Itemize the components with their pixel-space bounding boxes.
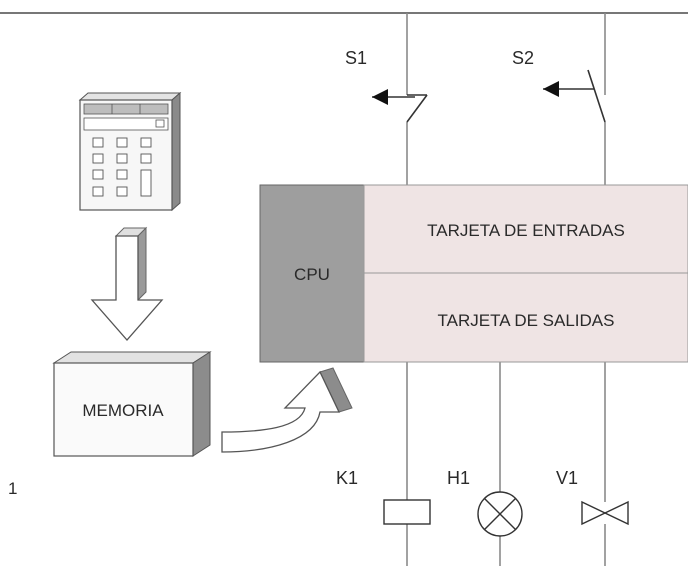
- s2-actuator-arrow: [543, 81, 559, 97]
- h1-label: H1: [447, 468, 470, 488]
- input-card: [363, 184, 688, 274]
- curved-arrow-icon: [221, 367, 353, 453]
- relay-coil-icon: [383, 499, 431, 525]
- cpu-block: [259, 184, 365, 363]
- down-arrow-icon: [90, 226, 164, 341]
- circuit-wires: [406, 13, 606, 566]
- s2-label: S2: [512, 48, 534, 68]
- v1-label: V1: [556, 468, 578, 488]
- output-card-label: TARJETA DE SALIDAS: [438, 311, 615, 330]
- s1-label: S1: [345, 48, 367, 68]
- memory-label: MEMORIA: [82, 401, 164, 420]
- lamp-icon: [477, 491, 523, 537]
- keypad-programmer-icon: [78, 91, 182, 212]
- cpu-label: CPU: [294, 265, 330, 284]
- memory-block: [52, 351, 212, 457]
- k1-label: K1: [336, 468, 358, 488]
- output-card: [363, 272, 688, 363]
- figure-number: 1: [8, 479, 17, 498]
- normally-open-contact-icon: [543, 69, 606, 123]
- s1-actuator-arrow: [372, 89, 388, 105]
- valve-icon: [581, 500, 629, 526]
- input-card-label: TARJETA DE ENTRADAS: [427, 221, 625, 240]
